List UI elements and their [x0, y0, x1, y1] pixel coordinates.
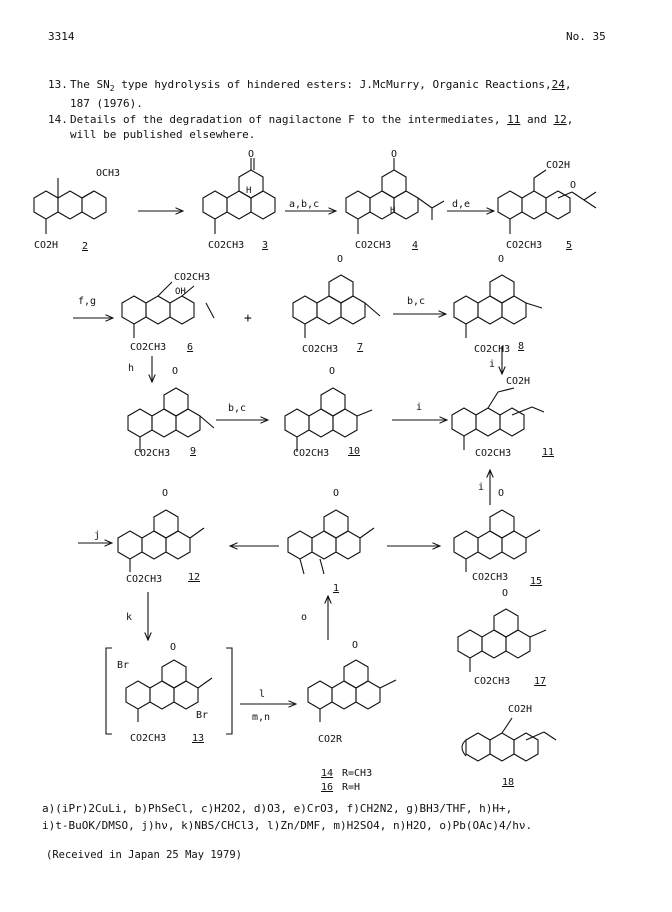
- compound-17: [458, 609, 547, 672]
- compound-5: [498, 169, 597, 234]
- reference-13: 13.The SN2 type hydrolysis of hindered e…: [48, 78, 572, 111]
- compound-2-co2h: CO2H: [34, 240, 58, 251]
- label-9: 8: [518, 341, 524, 352]
- compound-12: [118, 510, 205, 572]
- arrow-4-5-label: d,e: [452, 199, 470, 210]
- compound-14-co2r: CO2R: [318, 734, 343, 745]
- label-14-r: R=CH3: [342, 768, 372, 779]
- arrow-14-1-label: o: [301, 612, 307, 623]
- compound-12-o: O: [162, 488, 168, 499]
- label-15: 15: [530, 576, 542, 587]
- compound-11: [452, 387, 545, 450]
- compound-3-o: O: [248, 149, 254, 160]
- compound-7-co2ch3: CO2CH3: [302, 344, 338, 355]
- compound-1: [288, 510, 375, 575]
- page-number: 3314: [48, 30, 75, 43]
- compound-12-co2ch3: CO2CH3: [126, 574, 162, 585]
- compound-8-co2ch3: CO2CH3: [134, 448, 170, 459]
- compound-3: [203, 158, 275, 234]
- compound-11-co2ch3: CO2CH3: [475, 448, 511, 459]
- label-12: 12: [188, 572, 200, 583]
- compound-17-o: O: [502, 588, 508, 599]
- arrow-10-11-label: i: [416, 402, 422, 413]
- compound-5-o: O: [570, 180, 576, 191]
- compound-14: [308, 660, 397, 722]
- label-7: 7: [357, 342, 363, 353]
- compound-15-o: O: [498, 488, 504, 499]
- reagent-key: a)(iPr)2CuLi, b)PhSeCl, c)H2O2, d)O3, e)…: [42, 800, 532, 834]
- compound-5-co2h: CO2H: [546, 160, 570, 171]
- arrow-7-9-label: b,c: [407, 296, 425, 307]
- label-2: 2: [82, 241, 88, 252]
- compound-14-o: O: [352, 640, 358, 651]
- label-16-r: R=H: [342, 782, 360, 793]
- compound-2: [34, 178, 106, 234]
- compound-13-br2: Br: [196, 710, 208, 721]
- received-date: (Received in Japan 25 May 1979): [46, 849, 242, 861]
- arrow-8-10-label: b,c: [228, 403, 246, 414]
- plus-sign: +: [244, 311, 252, 326]
- compound-13-br1: Br: [117, 660, 129, 671]
- arrow-13-14-label-top: l: [259, 689, 265, 700]
- compound-6: [122, 281, 215, 338]
- compound-7-o: O: [337, 254, 343, 265]
- arrow-6-8-label: h: [128, 363, 134, 374]
- compound-6-oh: OH: [175, 287, 186, 297]
- label-8: 9: [190, 446, 196, 457]
- compound-9: [454, 275, 543, 338]
- arrow-13-14-label-bottom: m,n: [252, 712, 270, 723]
- label-6: 6: [187, 342, 193, 353]
- compound-13-o: O: [170, 642, 176, 653]
- compound-1-o: O: [333, 488, 339, 499]
- compound-15-co2ch3: CO2CH3: [472, 572, 508, 583]
- label-16: 16: [321, 782, 333, 793]
- label-13: 13: [192, 733, 204, 744]
- reference-14: 14.Details of the degradation of nagilac…: [48, 113, 574, 141]
- compound-6-co2ch3-top: CO2CH3: [174, 272, 210, 283]
- label-1: 1: [333, 583, 339, 594]
- label-4: 4: [412, 240, 418, 251]
- compound-17-co2ch3: CO2CH3: [474, 676, 510, 687]
- arrow-15-11-label: i: [478, 482, 484, 493]
- compound-8: [128, 388, 215, 452]
- reagent-key-line2: i)t-BuOK/DMSO, j)hν, k)NBS/CHCl3, l)Zn/D…: [42, 819, 533, 832]
- compound-5-co2ch3: CO2CH3: [506, 240, 542, 251]
- reagent-key-line1: a)(iPr)2CuLi, b)PhSeCl, c)H2O2, d)O3, e)…: [42, 802, 513, 815]
- compound-18: [461, 717, 557, 761]
- arrow-3-4-label: a,b,c: [289, 199, 319, 210]
- label-14: 14: [321, 768, 333, 779]
- compound-2-ome: OCH3: [96, 168, 120, 179]
- compound-9-co2ch3: CO2CH3: [474, 344, 510, 355]
- label-18: 18: [502, 777, 514, 788]
- label-10: 10: [348, 446, 360, 457]
- compound-3-co2ch3: CO2CH3: [208, 240, 244, 251]
- compound-3-h: H: [246, 186, 251, 196]
- compound-7: [293, 275, 381, 338]
- compound-4: [346, 158, 445, 234]
- compound-4-o: O: [391, 149, 397, 160]
- compound-13-co2ch3: CO2CH3: [130, 733, 166, 744]
- issue-number: No. 35: [566, 30, 606, 43]
- arrow-12-13-label: k: [126, 612, 132, 623]
- compound-11-co2h: CO2H: [506, 376, 530, 387]
- compound-13: [105, 647, 233, 735]
- compound-9-o: O: [498, 254, 504, 265]
- label-11: 11: [542, 447, 554, 458]
- arrow-9-11-label: i: [489, 359, 495, 370]
- compound-10-o: O: [329, 366, 335, 377]
- label-17: 17: [534, 676, 546, 687]
- compound-18-co2h: CO2H: [508, 704, 532, 715]
- compound-6-co2ch3: CO2CH3: [130, 342, 166, 353]
- compound-15: [454, 510, 541, 572]
- label-5: 5: [566, 240, 572, 251]
- arrow-to-12-label: j: [94, 530, 100, 541]
- label-3: 3: [262, 240, 268, 251]
- compound-4-co2ch3: CO2CH3: [355, 240, 391, 251]
- compound-10: [285, 388, 373, 452]
- compound-8-o: O: [172, 366, 178, 377]
- compound-4-h: H: [390, 206, 395, 216]
- arrow-to-6-label: f,g: [78, 296, 96, 307]
- compound-10-co2ch3: CO2CH3: [293, 448, 329, 459]
